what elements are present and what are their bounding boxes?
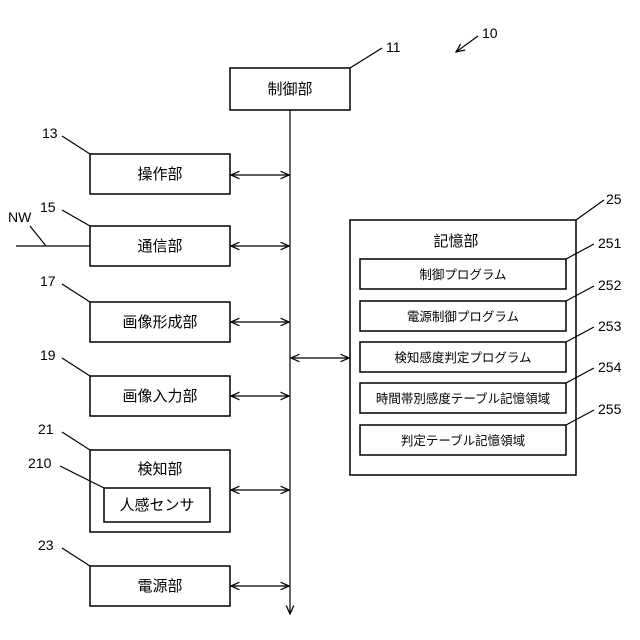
storage-item-ref: 251 bbox=[598, 235, 622, 251]
storage-item-ref: 255 bbox=[598, 401, 622, 417]
detection-unit-leader bbox=[62, 432, 90, 450]
control-unit-label: 制御部 bbox=[267, 80, 312, 98]
storage-item-label: 検知感度判定プログラム bbox=[394, 350, 531, 365]
human-sensor-label: 人感センサ bbox=[119, 496, 194, 514]
storage-item-ref: 252 bbox=[598, 277, 622, 293]
comm-unit-leader bbox=[62, 210, 90, 226]
image-input-unit-leader bbox=[62, 358, 90, 376]
human-sensor-ref: 210 bbox=[28, 455, 52, 471]
image-forming-unit-ref: 17 bbox=[40, 273, 56, 289]
image-forming-unit: 画像形成部 17 bbox=[40, 273, 289, 342]
control-unit: 制御部 11 bbox=[230, 39, 401, 110]
control-unit-leader bbox=[350, 48, 382, 68]
network-leader bbox=[30, 226, 46, 246]
comm-unit: 通信部 15 NW bbox=[8, 199, 289, 266]
storage-item-label: 時間帯別感度テーブル記憶領域 bbox=[376, 391, 550, 406]
image-input-unit-label: 画像入力部 bbox=[122, 387, 197, 405]
storage-unit-label: 記憶部 bbox=[433, 232, 478, 250]
operation-unit-label: 操作部 bbox=[137, 165, 182, 183]
detection-unit-label: 検知部 bbox=[137, 460, 182, 478]
comm-unit-label: 通信部 bbox=[137, 237, 182, 255]
storage-item-ref: 254 bbox=[598, 359, 622, 375]
comm-unit-ref: 15 bbox=[40, 199, 56, 215]
storage-item-label: 電源制御プログラム bbox=[407, 309, 519, 324]
operation-unit-ref: 13 bbox=[42, 125, 58, 141]
storage-item-label: 制御プログラム bbox=[419, 267, 506, 282]
storage-item-label: 判定テーブル記憶領域 bbox=[401, 433, 525, 448]
storage-unit-leader bbox=[576, 200, 604, 220]
figure-ref-arrow bbox=[456, 36, 478, 52]
image-forming-unit-leader bbox=[62, 284, 90, 302]
image-forming-unit-label: 画像形成部 bbox=[122, 313, 197, 331]
power-unit-leader bbox=[62, 548, 90, 566]
image-input-unit: 画像入力部 19 bbox=[40, 347, 289, 416]
power-unit-label: 電源部 bbox=[137, 577, 182, 595]
network-label: NW bbox=[8, 209, 32, 225]
control-unit-ref: 11 bbox=[386, 39, 401, 55]
power-unit-ref: 23 bbox=[38, 537, 54, 553]
storage-unit-ref: 25 bbox=[606, 191, 622, 207]
storage-item-ref: 253 bbox=[598, 318, 622, 334]
operation-unit-leader bbox=[62, 136, 90, 154]
image-input-unit-ref: 19 bbox=[40, 347, 56, 363]
figure-ref: 10 bbox=[482, 25, 498, 41]
power-unit: 電源部 23 bbox=[38, 537, 289, 606]
detection-unit-ref: 21 bbox=[38, 421, 54, 437]
operation-unit: 操作部 13 bbox=[42, 125, 289, 194]
